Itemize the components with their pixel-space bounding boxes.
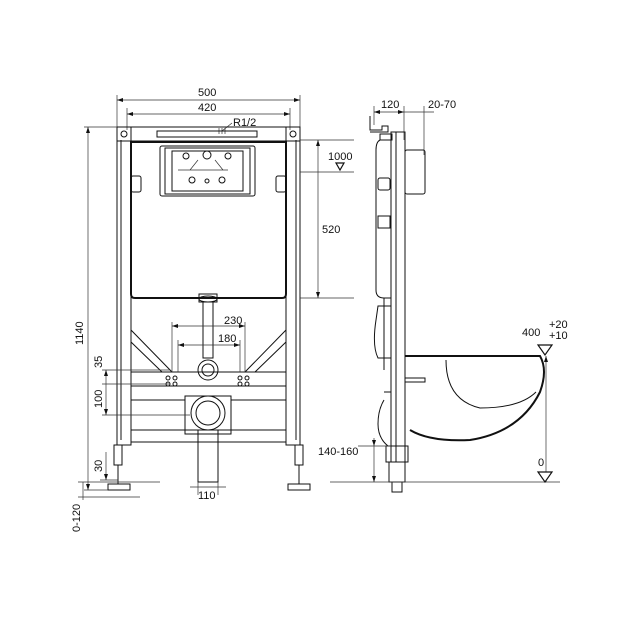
dim-bolt-spacing: 180: [218, 333, 236, 345]
dim-floor-level: 0: [538, 457, 544, 469]
dim-width-outer: 500: [198, 87, 216, 99]
dim-depth: 120: [381, 99, 399, 111]
dim-wall-range: 20-70: [428, 99, 456, 111]
dim-pipe-height: 140-160: [318, 446, 358, 458]
label-connection: R1/2: [233, 117, 256, 129]
dim-foot-adjust: 0-120: [71, 504, 83, 532]
tolerance-plus10: +10: [549, 330, 568, 342]
dim-35: 35: [93, 356, 105, 368]
dim-tank-height: 520: [322, 224, 340, 236]
dim-waste-spacing: 230: [224, 315, 242, 327]
dim-30: 30: [93, 460, 105, 472]
dim-bowl-height: 400: [522, 327, 540, 339]
dim-pipe-dia: 110: [198, 490, 216, 502]
dim-width-inner: 420: [198, 102, 216, 114]
dim-100: 100: [93, 390, 105, 408]
dim-level-1000: 1000: [328, 151, 352, 163]
front-view: 500 420 R1/2: [71, 87, 354, 532]
tolerance-plus20: +20: [549, 319, 568, 331]
side-view: 120 20-70: [318, 99, 568, 493]
dim-height-total: 1140: [74, 321, 86, 345]
